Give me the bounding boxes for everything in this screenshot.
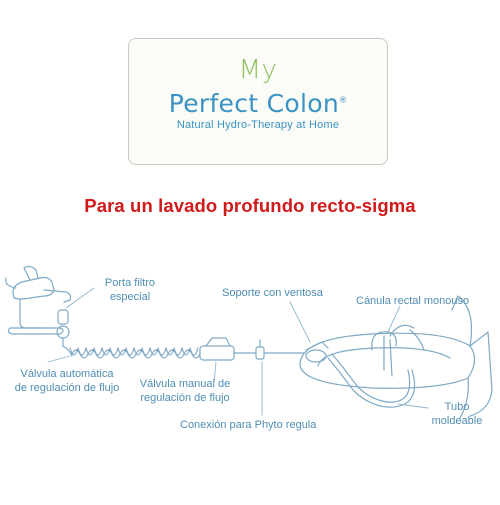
faucet-illustration xyxy=(5,265,72,335)
logo-word-my: My xyxy=(238,55,278,85)
filter-holder xyxy=(56,309,73,357)
logo-name-text: Perfect Colon xyxy=(168,89,339,118)
label-porta-filtro-line1: Porta filtro xyxy=(104,277,156,289)
logo-word-perfect-colon: Perfect Colon® xyxy=(129,89,387,118)
label-tubo-moldeable-line2: moldeable xyxy=(431,415,483,427)
label-tubo-moldeable: Tubo moldeable xyxy=(420,400,494,428)
moldable-tube xyxy=(327,353,416,408)
label-valvula-automatica: Válvula automática de regulación de fluj… xyxy=(4,367,130,395)
leader-lines xyxy=(47,287,429,416)
toilet-bowl xyxy=(299,295,493,419)
label-valvula-manual: Válvula manual de regulación de flujo xyxy=(130,377,240,405)
registered-mark: ® xyxy=(338,95,348,105)
label-valvula-automatica-line2: de regulación de flujo xyxy=(14,382,120,394)
label-valvula-manual-line2: regulación de flujo xyxy=(140,392,230,404)
label-valvula-automatica-line1: Válvula automática xyxy=(20,368,114,380)
label-valvula-manual-line1: Válvula manual de xyxy=(139,378,231,390)
coiled-hose xyxy=(69,347,201,359)
manual-valve xyxy=(199,337,257,361)
product-diagram: Porta filtro especial Soporte con ventos… xyxy=(0,250,500,500)
label-conexion-phyto: Conexión para Phyto regula xyxy=(180,419,317,431)
logo-tagline: Natural Hydro-Therapy at Home xyxy=(176,119,340,131)
label-porta-filtro-line2: especial xyxy=(109,291,151,303)
suction-support xyxy=(305,341,329,363)
label-porta-filtro: Porta filtro especial xyxy=(90,276,170,304)
product-line-art xyxy=(5,265,493,419)
headline: Para un lavado profundo recto-sigma xyxy=(84,195,416,216)
label-canula-rectal: Cánula rectal monouso xyxy=(356,295,470,307)
label-soporte-ventosa: Soporte con ventosa xyxy=(222,287,323,299)
label-tubo-moldeable-line1: Tubo xyxy=(444,401,470,413)
brand-logo-box: My Perfect Colon® Natural Hydro-Therapy … xyxy=(128,38,388,165)
phyto-connection xyxy=(255,339,305,360)
